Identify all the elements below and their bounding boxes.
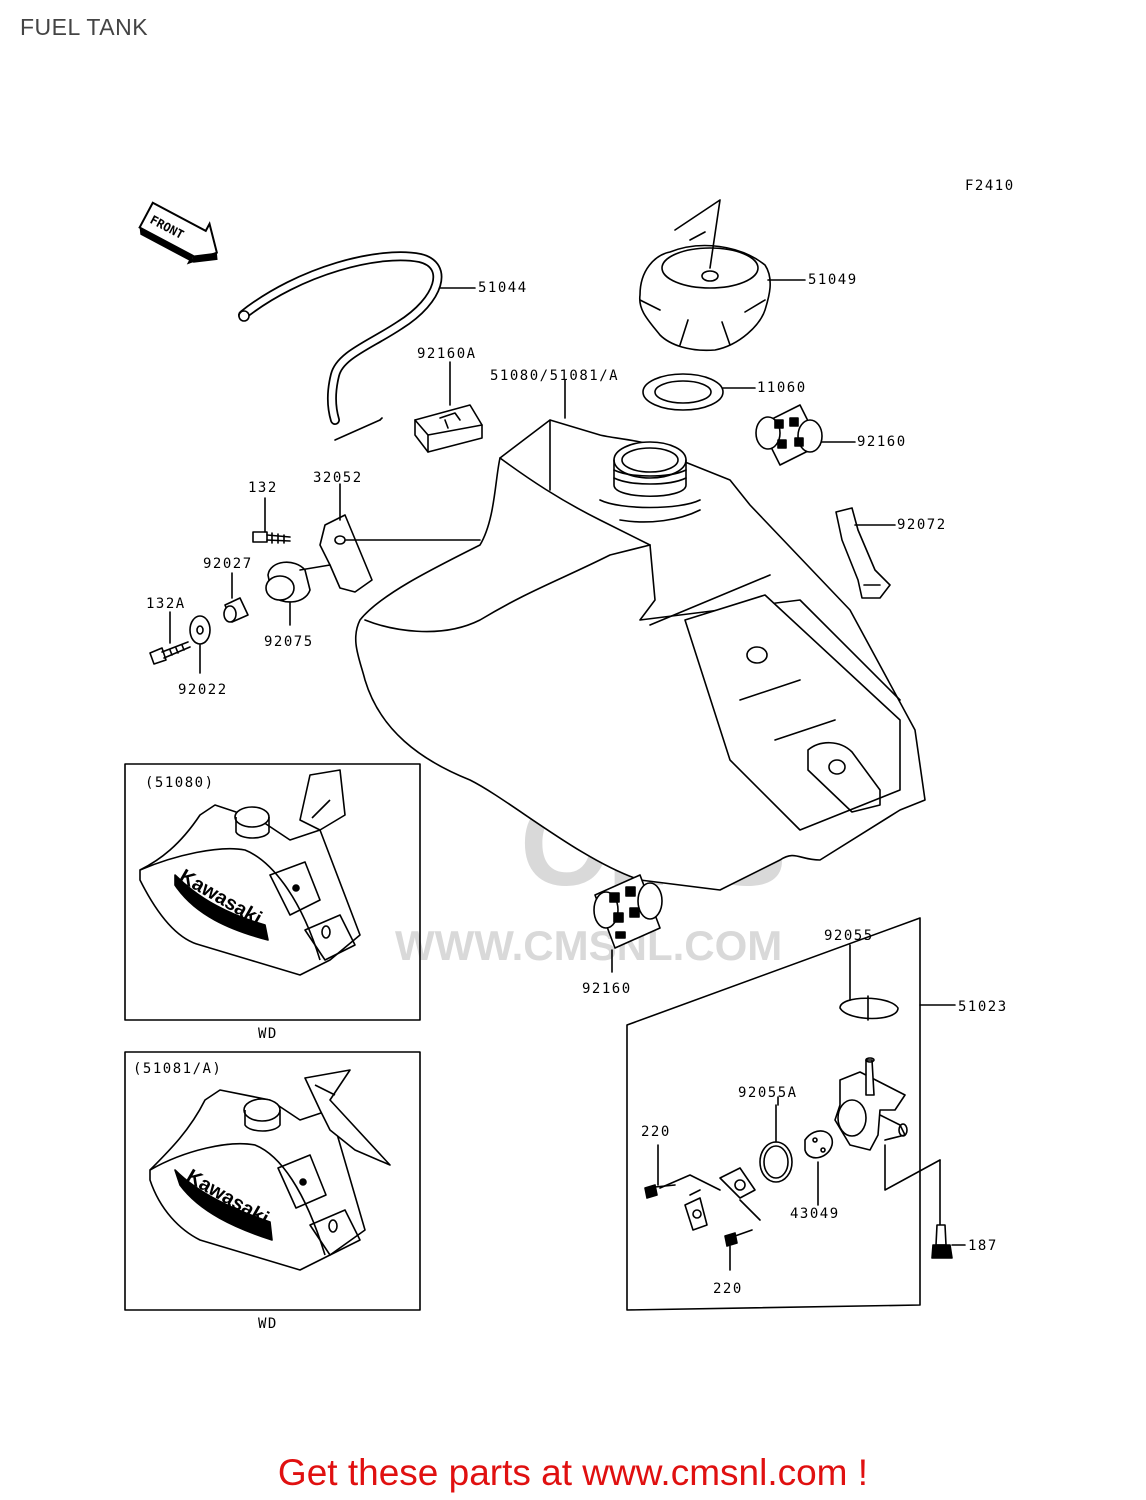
callout-51023: 51023 — [958, 999, 1008, 1015]
leader-lines — [169, 279, 896, 1106]
callout-92022: 92022 — [178, 682, 228, 698]
callout-92055: 92055 — [824, 928, 874, 944]
inset-color-code-51080: WD — [258, 1026, 278, 1042]
callout-11060: 11060 — [757, 380, 807, 396]
callout-132: 132 — [248, 480, 278, 496]
tank-bracket — [319, 514, 481, 593]
footer-link[interactable]: Get these parts at www.cmsnl.com ! — [277, 1452, 869, 1493]
watermark-url: WWW.CMSNL.COM — [395, 922, 782, 969]
fuel-filter-top — [755, 404, 823, 466]
callout-92160-top: 92160 — [857, 434, 907, 450]
callout-187: 187 — [968, 1238, 998, 1254]
callout-92075: 92075 — [264, 634, 314, 650]
cap-gasket — [642, 373, 724, 411]
fuel-cap — [638, 199, 771, 352]
inset-51081a — [124, 1051, 421, 1311]
fuel-filter-bottom — [593, 874, 663, 949]
callout-92072: 92072 — [897, 517, 947, 533]
callout-220-top: 220 — [641, 1124, 671, 1140]
fuel-tank — [354, 419, 926, 891]
grommet-92075 — [265, 561, 331, 603]
callout-92160-bottom: 92160 — [582, 981, 632, 997]
bolt-187 — [931, 1159, 966, 1259]
callout-92160a: 92160A — [417, 346, 477, 362]
callout-51044: 51044 — [478, 280, 528, 296]
breather-hose — [238, 251, 443, 441]
callout-132a: 132A — [146, 596, 186, 612]
bolt-132 — [252, 531, 291, 544]
callout-51080-51081a: 51080/51081/A — [490, 368, 619, 384]
callout-220-bottom: 220 — [713, 1281, 743, 1297]
inset-label-51081a: (51081/A) — [133, 1061, 222, 1077]
page-title: FUEL TANK — [20, 14, 149, 40]
rubber-band — [835, 507, 891, 599]
front-arrow: FRONT — [138, 201, 219, 265]
callout-32052: 32052 — [313, 470, 363, 486]
fuel-cock-group — [626, 917, 956, 1311]
figure-code: F2410 — [965, 178, 1015, 194]
rubber-pad — [414, 404, 483, 453]
collar-92027 — [223, 597, 249, 623]
callout-labels: 51044 51049 92160A 51080/51081/A 11060 9… — [146, 272, 1008, 1297]
callout-92055a: 92055A — [738, 1085, 798, 1101]
callout-51049: 51049 — [808, 272, 858, 288]
callout-43049: 43049 — [790, 1206, 840, 1222]
washer-92022 — [189, 615, 211, 645]
bolt-132a — [149, 641, 191, 665]
inset-label-51080: (51080) — [145, 775, 215, 791]
callout-92027: 92027 — [203, 556, 253, 572]
inset-51080 — [124, 763, 421, 1021]
inset-color-code-51081a: WD — [258, 1316, 278, 1332]
